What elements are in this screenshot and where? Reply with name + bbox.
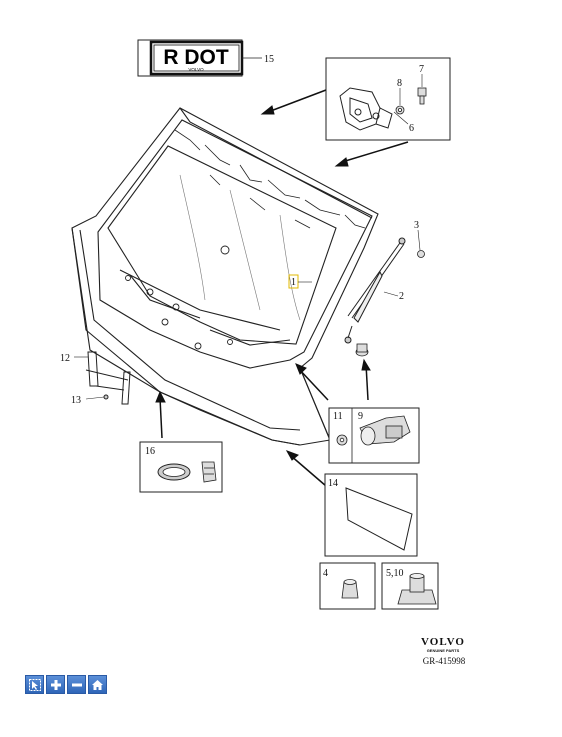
callout-13: 13 bbox=[71, 395, 81, 406]
minus-icon bbox=[71, 683, 82, 686]
callout-4: 4 bbox=[323, 568, 328, 579]
zoom-in-button[interactable] bbox=[46, 675, 65, 694]
upper-ribs bbox=[174, 129, 366, 229]
home-button[interactable] bbox=[88, 675, 107, 694]
pointer-arrows bbox=[155, 89, 409, 487]
callout-12: 12 bbox=[60, 353, 70, 364]
tailgate-body bbox=[71, 107, 379, 446]
zoom-out-button[interactable] bbox=[67, 675, 86, 694]
callout-7: 7 bbox=[419, 64, 424, 75]
callout-14: 14 bbox=[328, 478, 338, 489]
decal-box bbox=[324, 473, 418, 557]
ball-socket bbox=[355, 343, 369, 357]
callout-16: 16 bbox=[145, 446, 155, 457]
plate-text: R DOT bbox=[163, 46, 229, 69]
washer-part bbox=[395, 105, 405, 115]
callout-3: 3 bbox=[414, 220, 419, 231]
glass-reflections bbox=[179, 174, 301, 321]
callout-9: 9 bbox=[358, 411, 363, 422]
home-icon bbox=[92, 679, 103, 690]
plus-icon bbox=[50, 679, 61, 690]
buffer-box bbox=[381, 562, 439, 610]
diagram-code: GR-415998 bbox=[422, 656, 466, 666]
bracket-part bbox=[74, 351, 131, 405]
callout-15: 15 bbox=[264, 54, 274, 65]
hinge-part bbox=[339, 87, 393, 131]
lock-cylinder-box bbox=[328, 407, 420, 464]
registration-plate: R DOT VOLVO bbox=[137, 39, 262, 77]
gas-strut bbox=[344, 237, 406, 344]
viewer-toolbar bbox=[25, 675, 107, 694]
hinge-box bbox=[325, 57, 451, 141]
bolt-part bbox=[417, 87, 427, 105]
pointer-button[interactable] bbox=[25, 675, 44, 694]
callout-2: 2 bbox=[399, 291, 404, 302]
grommet-box bbox=[139, 441, 223, 493]
callout-6: 6 bbox=[409, 123, 414, 134]
genuine-parts-label: GENUINE PARTS bbox=[426, 648, 460, 653]
tailgate-holes bbox=[125, 245, 233, 350]
volvo-logo: VOLVO bbox=[421, 636, 465, 648]
callout-1: 1 bbox=[291, 277, 296, 288]
pointer-icon bbox=[28, 678, 41, 691]
bushing-box bbox=[319, 562, 376, 610]
callout-labels: 15 8 7 6 3 2 1 12 13 11 9 16 14 4 5,10 bbox=[60, 54, 424, 579]
callout-5-10: 5,10 bbox=[386, 568, 404, 579]
callout-11: 11 bbox=[333, 411, 343, 422]
ball-stud-3 bbox=[417, 229, 425, 258]
callout-8: 8 bbox=[397, 78, 402, 89]
callout-1-highlight bbox=[288, 274, 299, 289]
plate-brand: VOLVO bbox=[188, 67, 204, 72]
